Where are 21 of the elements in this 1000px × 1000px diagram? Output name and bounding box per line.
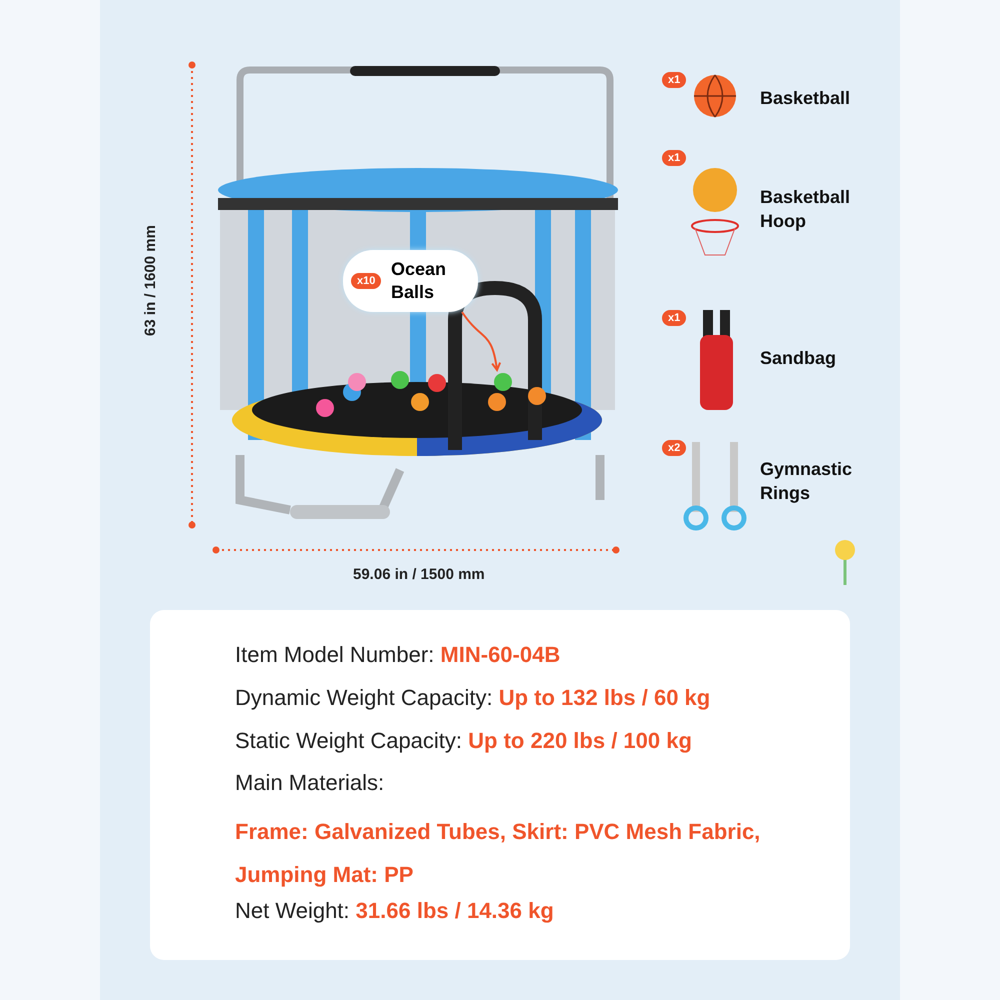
accessory-name: Basketball xyxy=(760,87,852,110)
accessory-name: Sandbag xyxy=(760,347,838,370)
accessory-name: Gymnastic Rings xyxy=(760,458,854,505)
spec-value: Up to 132 lbs / 60 kg xyxy=(498,685,710,710)
spec-label: Static Weight Capacity: xyxy=(235,728,462,753)
spec-value: 31.66 lbs / 14.36 kg xyxy=(356,898,554,923)
ball-pile-drawing xyxy=(316,371,546,417)
dimension-label: 63 in / 1600 mm xyxy=(142,225,159,336)
spec-label: Net Weight: xyxy=(235,898,350,923)
dimension-label: 59.06 in / 1500 mm xyxy=(353,566,485,583)
spec-value: Up to 220 lbs / 100 kg xyxy=(468,728,692,753)
callout-cloud xyxy=(343,250,478,312)
callout-text: Ocean Balls xyxy=(391,258,448,304)
spec-label: Main Materials: xyxy=(235,770,384,795)
spec-label: Item Model Number: xyxy=(235,642,434,667)
spec-value: Frame: Galvanized Tubes, Skirt: PVC Mesh Fabric, Jumping Mat: PP xyxy=(235,819,760,887)
spec-value: MIN-60-04B xyxy=(440,642,560,667)
arrow xyxy=(461,311,501,371)
quantity-badge: x10 xyxy=(351,273,382,289)
spec-label: Dynamic Weight Capacity: xyxy=(235,685,493,710)
accessory-name: Basketball Hoop xyxy=(760,186,852,233)
